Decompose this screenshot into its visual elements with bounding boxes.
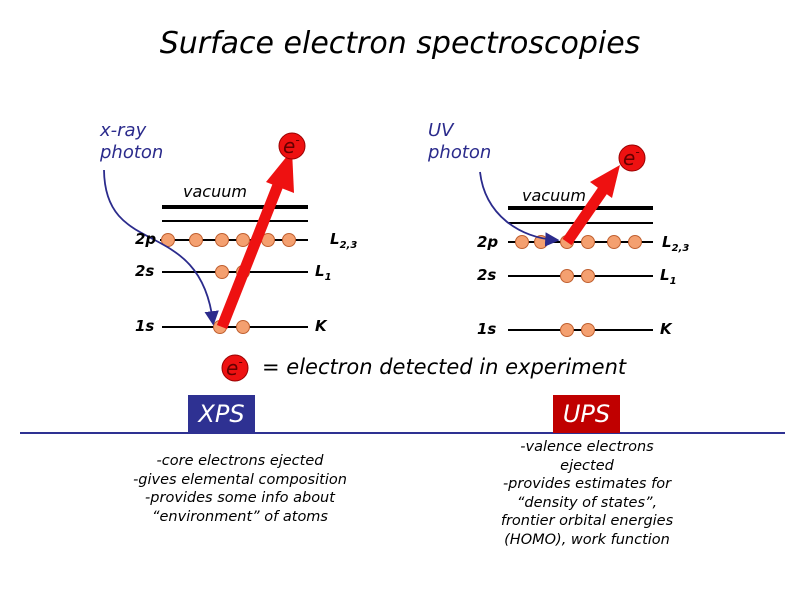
uv-photon-arrow: [479, 171, 560, 247]
note-line: frontier orbital energies: [500, 513, 674, 529]
photon-label-line: x-ray: [100, 120, 147, 141]
note-line: -valence electrons: [520, 439, 654, 455]
electron: [560, 323, 574, 337]
xps-k-label: K: [315, 317, 327, 335]
note-line: (HOMO), work function: [504, 531, 670, 548]
ups-l1-label: L1: [660, 266, 677, 287]
ups-vacuum-label: vacuum: [522, 186, 586, 205]
ups-k-label: K: [660, 320, 672, 338]
note-line: “density of states”,: [516, 494, 658, 511]
electron: [515, 235, 529, 249]
xps-l23-label: L2,3: [330, 230, 358, 251]
xps-label-box: XPS: [188, 395, 255, 433]
note-line: -gives elemental composition: [133, 471, 347, 488]
electron: [560, 269, 574, 283]
electron: [236, 233, 250, 247]
ejected-electron-icon: [278, 132, 306, 160]
ups-energy-levels: e-: [479, 144, 653, 337]
xps-notes: -core electrons ejected -gives elemental…: [90, 452, 390, 526]
note-line: ejected: [560, 457, 614, 474]
photon-label-line: photon: [428, 142, 492, 163]
xray-photon-arrow: [103, 169, 219, 326]
electron: [215, 233, 229, 247]
slide-title: Surface electron spectroscopies: [159, 26, 641, 61]
note-line: -core electrons ejected: [156, 453, 324, 469]
legend-electron-icon: [221, 354, 249, 382]
ups-photon-label: UV photon: [428, 120, 491, 164]
electron: [628, 235, 642, 249]
electron: [581, 235, 595, 249]
ups-label-box: UPS: [553, 395, 620, 433]
note-line: -provides estimates for: [502, 476, 672, 492]
xps-photon-label: x-ray photon: [100, 120, 163, 164]
ups-ejection-arrow: [562, 165, 620, 246]
xps-1s-label: 1s: [135, 317, 155, 335]
electron: [236, 320, 250, 334]
electron: [581, 269, 595, 283]
xps-2p-label: 2p: [135, 230, 157, 248]
electron: [581, 323, 595, 337]
electron: [607, 235, 621, 249]
ups-2p-label: 2p: [477, 233, 499, 251]
xps-l1-label: L1: [315, 262, 332, 283]
ejected-electron-icon: [618, 144, 646, 172]
ups-electrons: [515, 235, 642, 337]
electron: [282, 233, 296, 247]
electron: [189, 233, 203, 247]
xps-2s-label: 2s: [135, 262, 155, 280]
ups-1s-label: 1s: [477, 320, 497, 338]
electron: [215, 265, 229, 279]
xps-ejection-arrow: [216, 150, 294, 330]
ups-2s-label: 2s: [477, 266, 497, 284]
photon-label-line: UV: [428, 120, 454, 141]
note-line: “environment” of atoms: [151, 508, 328, 525]
ups-l23-label: L2,3: [662, 233, 690, 254]
xps-energy-levels: e-: [103, 132, 308, 334]
xps-vacuum-label: vacuum: [183, 182, 247, 201]
legend-text: = electron detected in experiment: [262, 355, 627, 379]
photon-label-line: photon: [100, 142, 164, 163]
note-line: -provides some info about: [145, 490, 335, 506]
ups-notes: -valence electrons ejected -provides est…: [437, 438, 737, 549]
